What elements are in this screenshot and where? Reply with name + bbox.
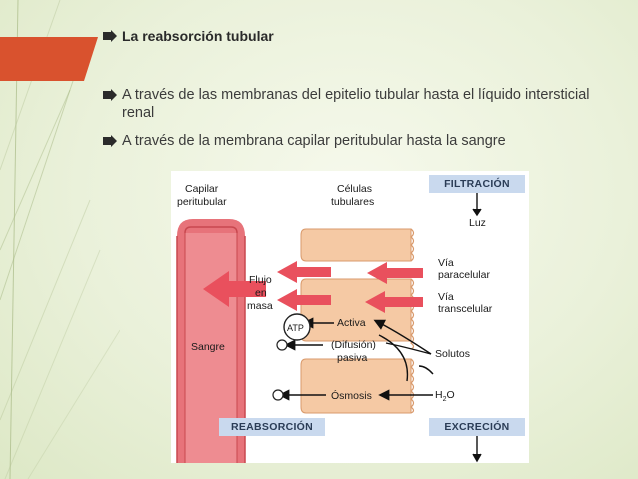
label-capilar: Capilar	[185, 183, 219, 195]
label-atp: ATP	[287, 323, 304, 333]
label-luz: Luz	[469, 217, 486, 229]
red-arrows	[203, 261, 423, 313]
label-activa: Activa	[337, 317, 366, 329]
label-celulas: Células	[337, 183, 373, 195]
bullet-arrow-icon	[103, 135, 119, 149]
bullet-arrow-icon	[103, 30, 119, 44]
label-tubulares: tubulares	[331, 196, 375, 208]
label-solutos: Solutos	[435, 348, 471, 360]
label-transcelular: transcelular	[438, 303, 493, 315]
label-peritubular: peritubular	[177, 196, 227, 208]
label-flujo: Flujo	[249, 274, 272, 286]
label-en: en	[255, 287, 267, 299]
bullet-text-title: La reabsorción tubular	[122, 28, 274, 44]
box-excrecion: EXCRECIÓN	[429, 418, 525, 436]
bullet-text-epitelio: A través de las membranas del epitelio t…	[122, 87, 590, 121]
decorative-strokes	[0, 0, 120, 479]
label-osmosis: Ósmosis	[331, 390, 372, 402]
box-filtracion: FILTRACIÓN	[429, 175, 525, 193]
brush-border	[410, 228, 415, 414]
bullet-arrow-icon	[103, 89, 119, 103]
title-accent-flag	[0, 37, 98, 81]
label-via-1: Vía	[438, 257, 454, 269]
label-via-2: Vía	[438, 291, 454, 303]
reabsorption-diagram: Capilar peritubular Células tubulares FI…	[171, 171, 529, 463]
box-reabsorcion: REABSORCIÓN	[219, 418, 325, 436]
label-paracelular: paracelular	[438, 269, 490, 281]
label-pasiva: pasiva	[337, 352, 368, 364]
label-difusion: (Difusión)	[331, 339, 376, 351]
label-h2o: H2O	[435, 389, 455, 403]
bullet-text-capilar: A través de la membrana capilar peritubu…	[122, 133, 506, 149]
atp-circle	[283, 313, 311, 341]
black-arrows	[278, 186, 482, 463]
label-sangre: Sangre	[191, 341, 225, 353]
label-masa: masa	[247, 300, 273, 312]
